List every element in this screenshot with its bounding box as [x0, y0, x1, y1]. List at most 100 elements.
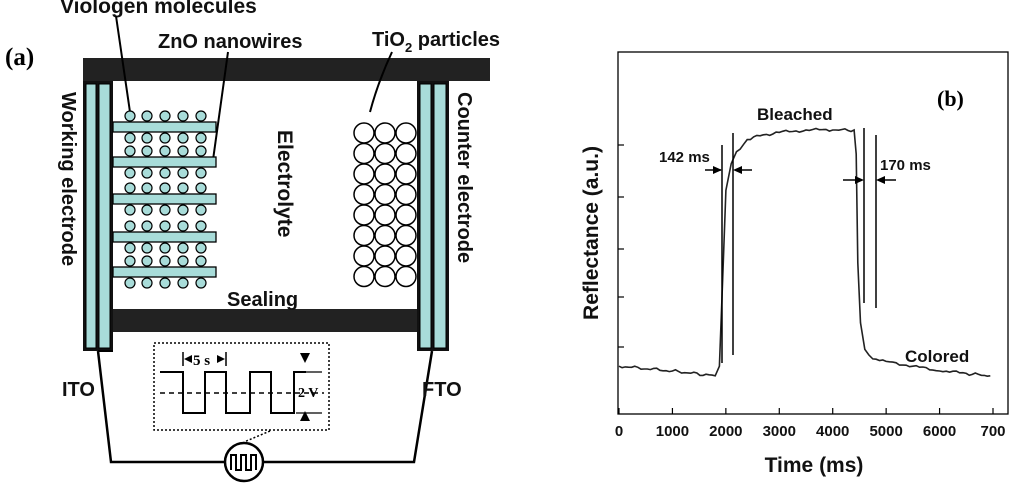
- tio2-particle: [353, 163, 375, 185]
- viologen-molecule: [141, 182, 153, 194]
- panel-a-label: (a): [5, 44, 34, 71]
- tio2-particle: [353, 142, 375, 165]
- viologen-molecule: [195, 145, 207, 157]
- tio2-particle: [353, 122, 375, 144]
- tio2-particle: [353, 183, 375, 206]
- x-tick-label: 0: [615, 423, 623, 440]
- viologen-molecule: [141, 167, 153, 179]
- viologen-molecule: [124, 132, 136, 144]
- viologen-molecule: [177, 204, 189, 216]
- tio2-particle: [353, 245, 375, 267]
- top-seal: [83, 58, 490, 81]
- tio2-particle: [395, 265, 417, 288]
- viologen-molecule: [124, 167, 136, 179]
- viologen-molecule: [141, 145, 153, 157]
- viologen-molecule: [124, 182, 136, 194]
- tio2-particle: [374, 122, 396, 144]
- viologen-molecule: [159, 167, 171, 179]
- viologen-molecule: [159, 220, 171, 232]
- viologen-molecule: [195, 110, 207, 122]
- tio2-particle: [395, 224, 417, 247]
- tio2-particle: [374, 265, 396, 288]
- reflectance-trace: [618, 127, 991, 378]
- viologen-molecule: [159, 204, 171, 216]
- viologen-molecule: [141, 132, 153, 144]
- tio2-label: TiO2 particles: [372, 29, 500, 55]
- tio2-particle: [374, 183, 396, 206]
- nanowire: [112, 266, 217, 278]
- viologen-molecule: [124, 110, 136, 122]
- zno-leader-line: [212, 51, 229, 161]
- x-tick-label: 3000: [763, 423, 796, 440]
- viologen-molecule: [177, 167, 189, 179]
- viologen-molecule: [159, 255, 171, 267]
- viologen-molecule: [124, 204, 136, 216]
- voltage-label: 2 V: [298, 386, 318, 401]
- viologen-molecule: [177, 182, 189, 194]
- panel-b-label: (b): [937, 86, 964, 111]
- viologen-molecule: [195, 277, 207, 289]
- viologen-molecule: [195, 182, 207, 194]
- tio2-particle: [374, 224, 396, 247]
- viologen-molecule: [195, 220, 207, 232]
- viologen-molecule: [177, 220, 189, 232]
- sealing-label: Sealing: [227, 289, 298, 311]
- t2-label: 170 ms: [880, 157, 931, 174]
- viologen-molecule: [177, 145, 189, 157]
- viologen-molecule: [141, 110, 153, 122]
- zno-nanowires: [112, 110, 217, 289]
- tio2-particle: [374, 163, 396, 185]
- plot-frame: [617, 51, 1009, 415]
- colored-label: Colored: [905, 347, 969, 366]
- tio2-particle: [395, 204, 417, 226]
- y-axis-label: Reflectance (a.u.): [580, 146, 603, 320]
- viologen-molecule: [177, 110, 189, 122]
- tio2-particle: [395, 142, 417, 165]
- x-tick-label: 2000: [709, 423, 742, 440]
- tio2-particle: [353, 224, 375, 247]
- working-electrode-label: Working electrode: [57, 92, 79, 266]
- viologen-molecule: [177, 277, 189, 289]
- bottom-seal: [113, 309, 417, 332]
- viologen-molecule: [195, 255, 207, 267]
- x-tick-label: 6000: [923, 423, 956, 440]
- viologen-leader-line: [115, 15, 131, 113]
- viologen-molecule: [141, 242, 153, 254]
- viologen-molecule: [159, 182, 171, 194]
- tio2-particle: [353, 204, 375, 226]
- viologen-molecule: [177, 255, 189, 267]
- tio2-leader-line: [369, 51, 393, 113]
- nanowire: [112, 121, 217, 133]
- counter-electrode-label: Counter electrode: [453, 92, 475, 263]
- tio2-particle: [374, 142, 396, 165]
- tio2-particle: [395, 122, 417, 144]
- tio2-particle: [374, 204, 396, 226]
- fto-label: FTO: [422, 379, 462, 401]
- nanowire: [112, 156, 217, 168]
- viologen-molecule: [124, 242, 136, 254]
- viologen-molecule: [141, 255, 153, 267]
- viologen-molecule: [159, 110, 171, 122]
- viologen-molecule: [141, 204, 153, 216]
- x-tick-label: 700: [980, 423, 1005, 440]
- viologen-molecule: [195, 132, 207, 144]
- viologen-molecule: [124, 145, 136, 157]
- period-label: 5 s: [193, 353, 210, 369]
- panel-a: Viologen molecules (a) ZnO nanowires TiO…: [5, 0, 500, 483]
- viologen-molecule: [177, 132, 189, 144]
- waveform-inset: 5 s 2 V: [153, 342, 330, 431]
- viologen-molecule: [195, 242, 207, 254]
- tio2-particles: [353, 122, 417, 288]
- viologen-molecule: [141, 220, 153, 232]
- viologen-molecule: [159, 132, 171, 144]
- x-axis-label: Time (ms): [765, 454, 864, 477]
- t1-label: 142 ms: [659, 149, 710, 166]
- tio2-particle: [395, 183, 417, 206]
- viologen-molecule: [141, 277, 153, 289]
- nanowire: [112, 193, 217, 205]
- viologen-label: Viologen molecules: [60, 0, 257, 18]
- x-tick-label: 5000: [869, 423, 902, 440]
- counter-electrode: [417, 81, 449, 351]
